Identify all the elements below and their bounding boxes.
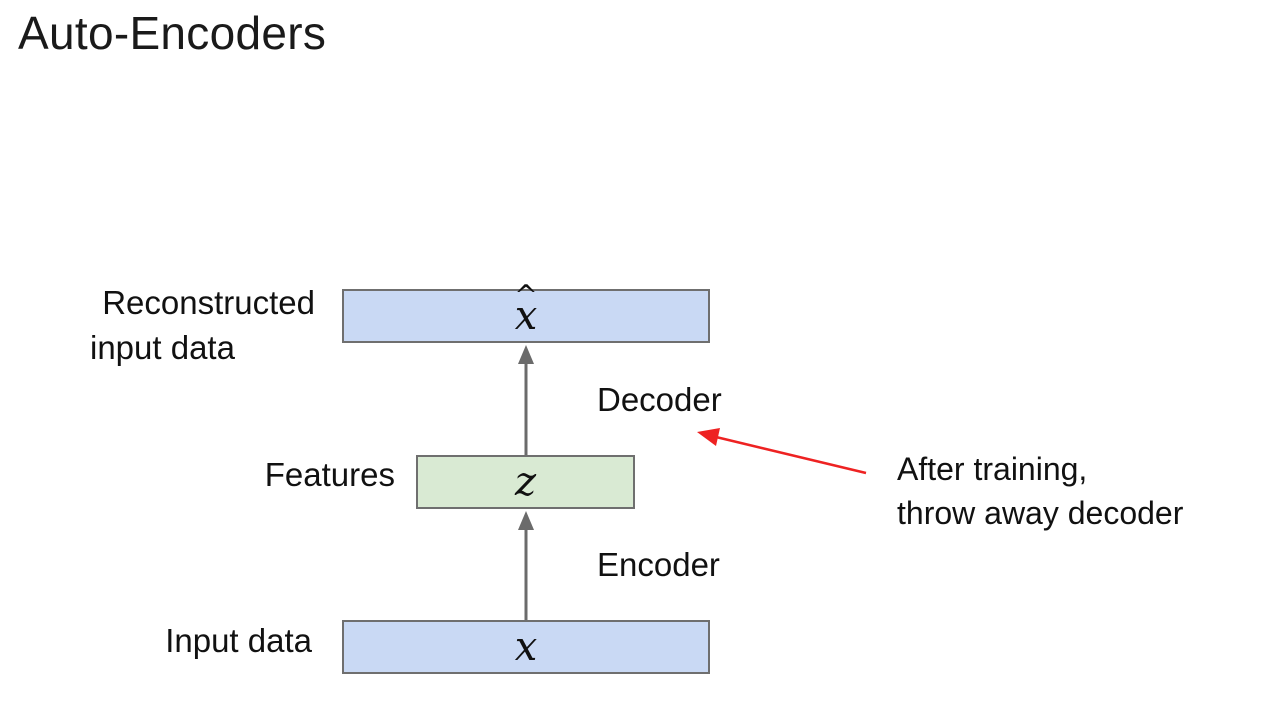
z-symbol: z xyxy=(514,459,537,505)
x-hat-symbol: x ^ xyxy=(514,279,538,339)
reconstructed-box: x ^ xyxy=(342,279,710,343)
x-symbol: x xyxy=(514,624,538,670)
features-label: Features xyxy=(264,456,395,493)
reconstructed-label: Reconstructed input data xyxy=(40,281,315,370)
x-hat-letter: x xyxy=(514,293,538,339)
input-data-label: Input data xyxy=(165,622,312,659)
hat-mark: ^ xyxy=(514,279,538,312)
features-box: z xyxy=(416,455,635,509)
slide-title: Auto-Encoders xyxy=(18,7,327,59)
annotation-line2: throw away decoder xyxy=(897,494,1184,531)
input-box: x xyxy=(342,620,710,674)
encoder-arrowhead xyxy=(518,511,534,530)
decoder-label: Decoder xyxy=(597,381,722,418)
annotation: After training, throw away decoder xyxy=(897,448,1183,536)
reconstructed-label-line1: Reconstructed xyxy=(102,284,315,321)
annotation-line1: After training, xyxy=(897,451,1088,487)
annotation-arrowhead xyxy=(697,428,720,446)
decoder-arrowhead xyxy=(518,345,534,364)
reconstructed-label-line2: input data xyxy=(90,328,235,366)
encoder-label: Encoder xyxy=(597,546,720,583)
annotation-arrow xyxy=(715,435,867,475)
